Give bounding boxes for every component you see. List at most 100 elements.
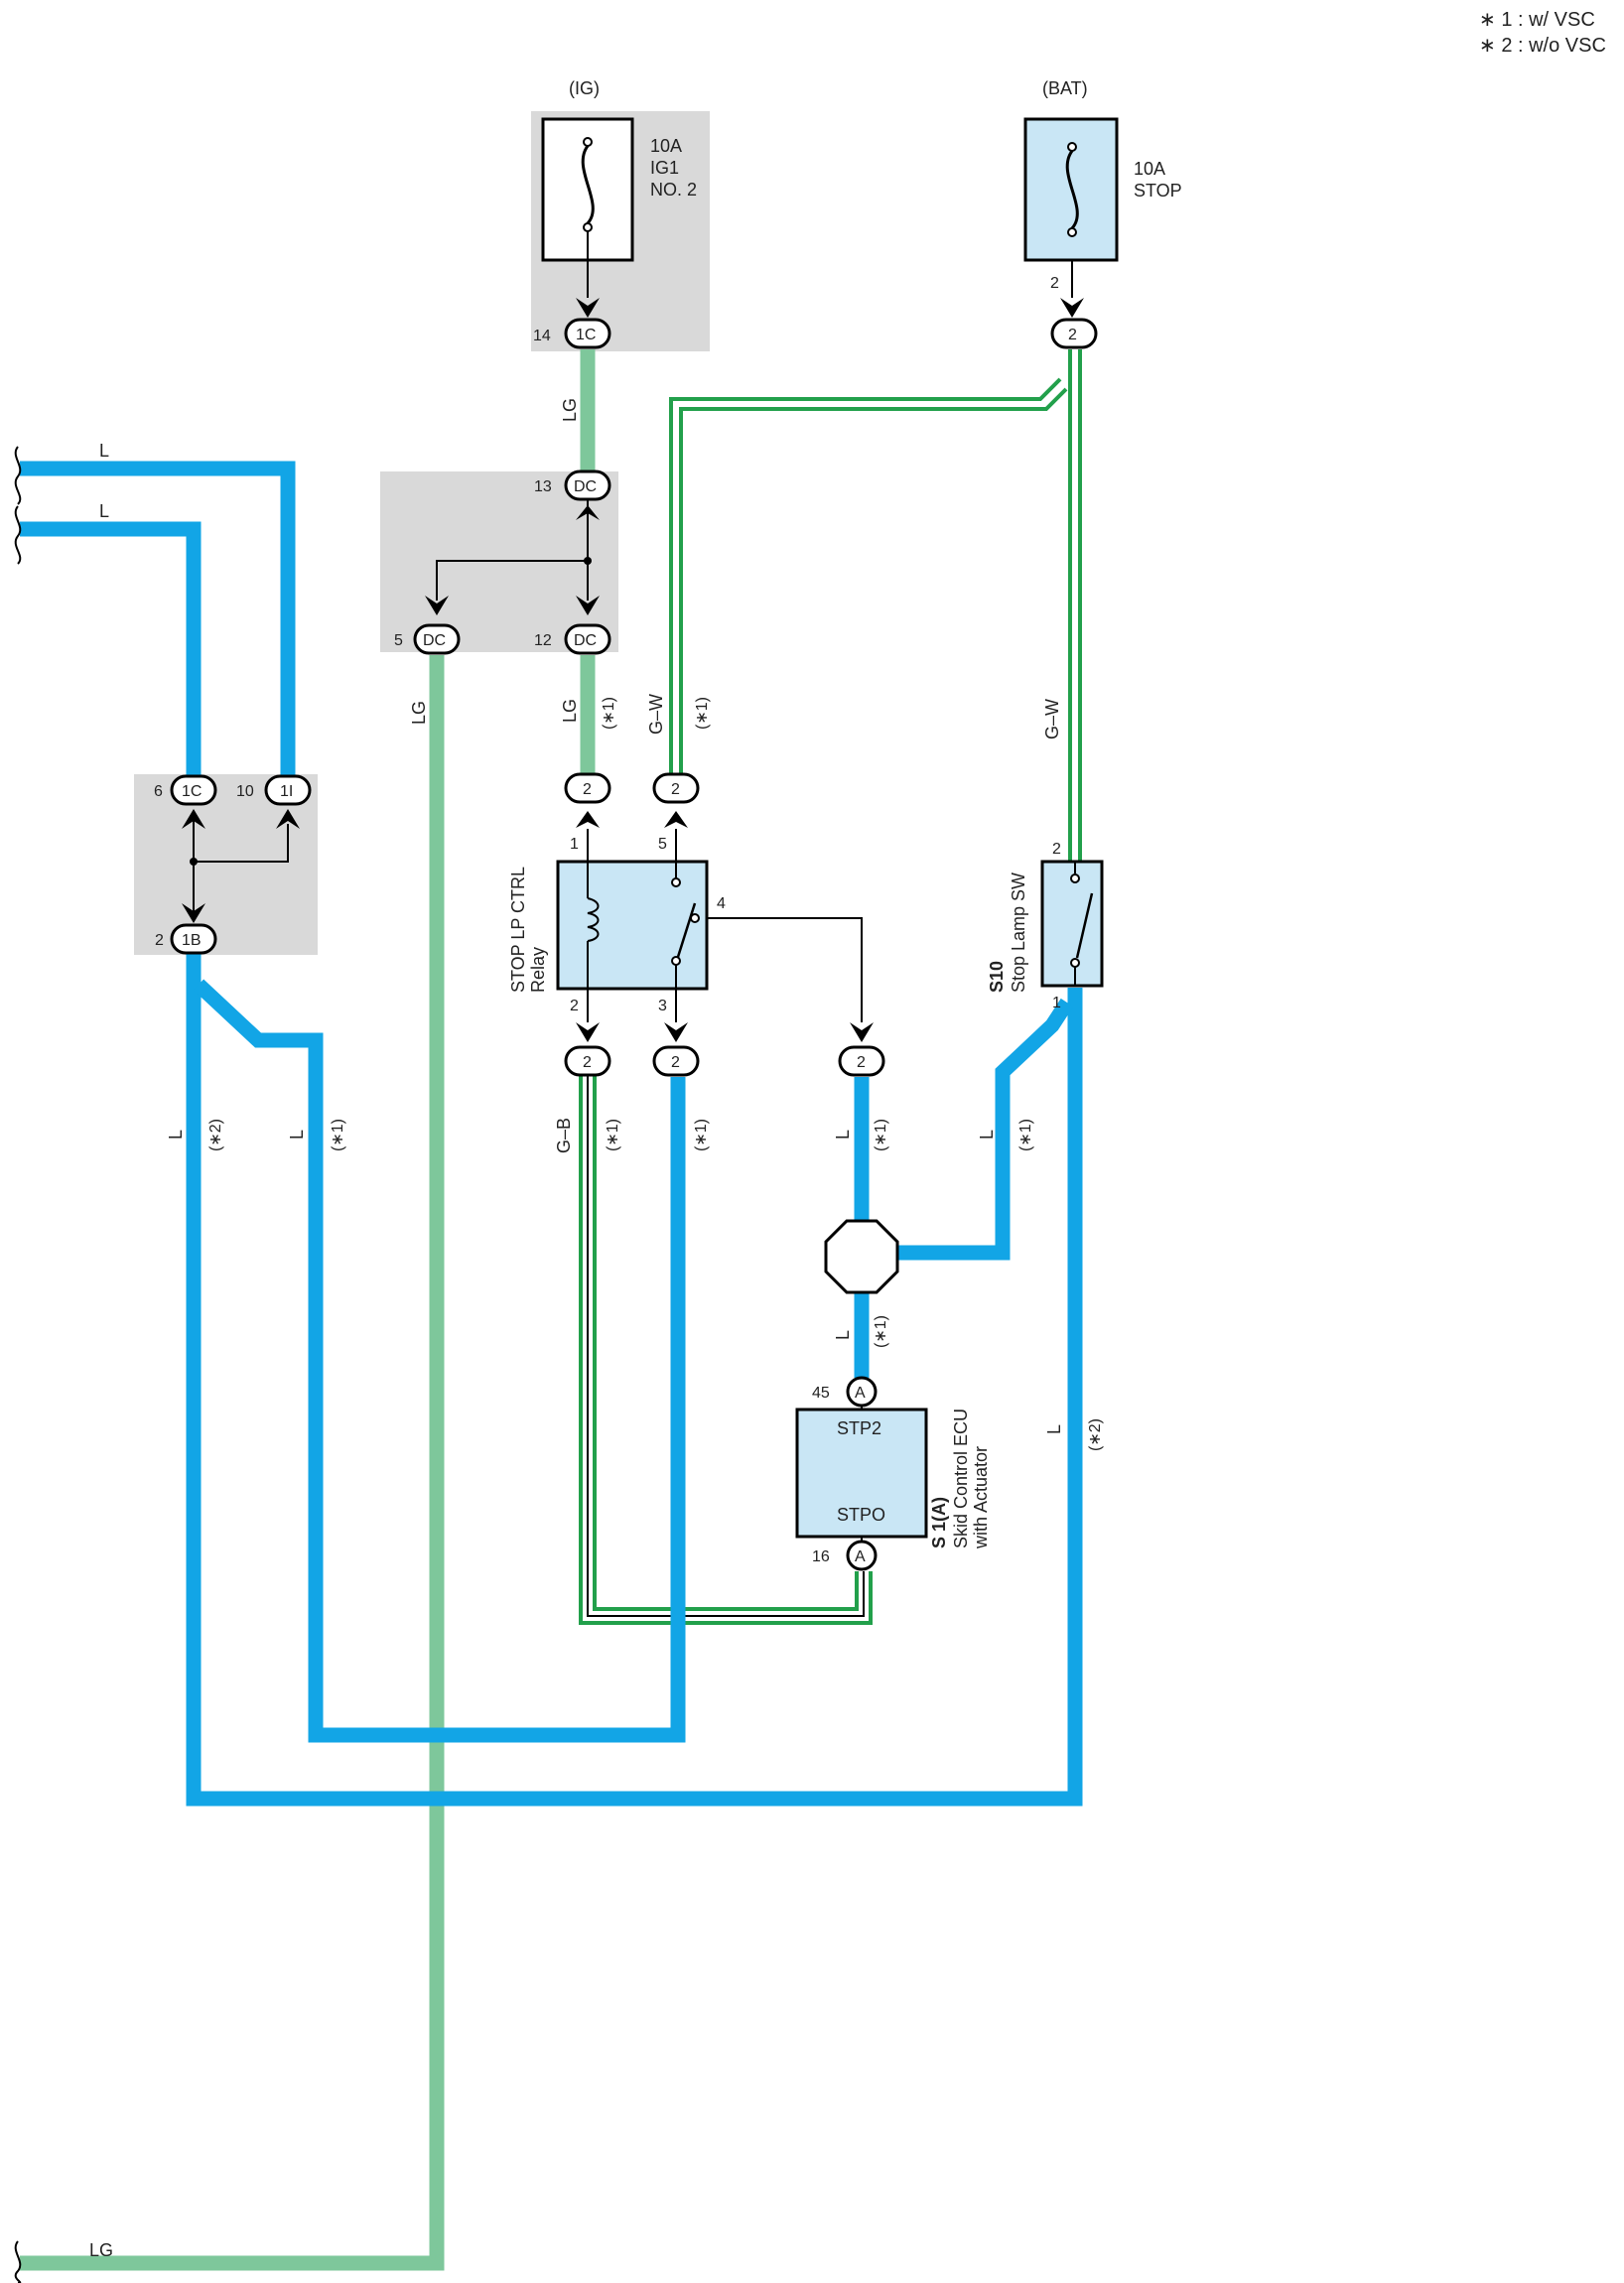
wire-g-w-switch xyxy=(1068,349,1082,862)
label-lg-dc5: LG xyxy=(409,701,429,725)
conn-dc-13: DC xyxy=(564,470,611,501)
conn-dc-13-pin: 13 xyxy=(534,478,552,495)
dc-junction-internals xyxy=(425,496,600,615)
wire-g-w-relay xyxy=(669,377,1068,774)
label-lg-bottom: LG xyxy=(89,2240,113,2260)
switch-code: S10 xyxy=(987,961,1007,993)
conn-1c-junction-pin: 6 xyxy=(154,783,163,800)
label-star1-g-b: (∗1) xyxy=(605,1119,621,1151)
wire-l-lower xyxy=(20,521,202,789)
wire-lg-long xyxy=(20,655,445,2271)
conn-dc-12: DC xyxy=(564,623,611,655)
conn-dc-5: DC xyxy=(413,623,461,655)
conn-1b-junction-pin: 2 xyxy=(155,932,164,949)
ecu-name-1: Skid Control ECU xyxy=(951,1409,971,1548)
wire-l-star1-relay xyxy=(193,979,686,1743)
label-star1-out: (∗1) xyxy=(873,1119,889,1151)
label-l-star2-right: L xyxy=(1044,1424,1064,1434)
legend-notes: ∗ 1 : w/ VSC ∗ 2 : w/o VSC xyxy=(1479,9,1606,57)
svg-text:DC: DC xyxy=(574,632,597,649)
stop-lamp-switch xyxy=(1040,860,1104,988)
conn-1i-junction: 1I xyxy=(264,774,312,806)
ecu-code: S 1(A) xyxy=(929,1497,949,1548)
label-g-b: G–B xyxy=(554,1118,574,1153)
svg-text:1C: 1C xyxy=(576,327,596,343)
svg-text:1I: 1I xyxy=(280,783,293,800)
fuse-ig1 xyxy=(541,117,634,318)
label-l-star2-left: L xyxy=(166,1130,186,1140)
label-star1-switch: (∗1) xyxy=(1017,1119,1034,1151)
svg-text:2: 2 xyxy=(1068,327,1077,343)
label-g-w-relay: G–W xyxy=(646,694,666,735)
source-ig: (IG) xyxy=(569,78,600,98)
svg-text:2: 2 xyxy=(583,781,592,798)
svg-text:2: 2 xyxy=(857,1054,866,1071)
fuse-stop xyxy=(1023,117,1119,318)
svg-text:2: 2 xyxy=(583,1054,592,1071)
wire-l-star2 xyxy=(186,953,1083,1807)
label-star1-ecu: (∗1) xyxy=(873,1315,889,1348)
label-l-lower: L xyxy=(99,501,109,521)
label-l-ecu: L xyxy=(833,1330,853,1340)
junction-1-internals xyxy=(182,809,300,923)
relay-name-1: STOP LP CTRL xyxy=(508,867,528,993)
relay-pin-1: 1 xyxy=(570,836,579,853)
switch-name: Stop Lamp SW xyxy=(1009,873,1028,993)
stop-lp-ctrl-relay xyxy=(556,860,709,991)
label-lg-dc12: LG xyxy=(560,699,580,723)
relay-pin-2: 2 xyxy=(570,998,579,1014)
wire-l-upper xyxy=(20,461,296,789)
relay-pin-4: 4 xyxy=(717,895,726,912)
ecu-pin-16: 16 xyxy=(812,1548,830,1565)
conn-1c-pin: 14 xyxy=(533,328,551,344)
skid-control-ecu: A STP2 STPO A xyxy=(795,1376,928,1571)
splice-point xyxy=(824,1219,899,1294)
fuse-ig1-name1: IG1 xyxy=(650,158,679,178)
relay-name-2: Relay xyxy=(528,947,548,993)
wire-l-switch xyxy=(893,998,1074,1261)
conn-dc-12-pin: 12 xyxy=(534,632,552,649)
relay-pin-5: 5 xyxy=(658,836,667,853)
label-l-out: L xyxy=(833,1130,853,1140)
fuse-stop-name: STOP xyxy=(1134,181,1182,201)
svg-text:2: 2 xyxy=(671,781,680,798)
label-star2-left: (∗2) xyxy=(207,1119,224,1151)
ecu-name-2: with Actuator xyxy=(971,1446,991,1549)
conn-2-stop: 2 xyxy=(1050,318,1098,349)
conn-1c-ig: 1C xyxy=(564,318,611,349)
fuse-stop-amp: 10A xyxy=(1134,159,1165,179)
svg-text:2: 2 xyxy=(671,1054,680,1071)
label-star1-left: (∗1) xyxy=(330,1119,346,1151)
fuse-ig1-amp: 10A xyxy=(650,136,682,156)
label-star2-right: (∗2) xyxy=(1087,1418,1104,1451)
fuse-ig1-name2: NO. 2 xyxy=(650,180,697,200)
label-star1-g-w: (∗1) xyxy=(694,697,711,730)
ecu-term-stpo: STPO xyxy=(837,1505,885,1525)
conn-1c-junction: 1C xyxy=(170,774,217,806)
relay-connectors-top: 2 2 xyxy=(564,772,700,862)
svg-text:DC: DC xyxy=(423,632,446,649)
relay-connectors-bottom: 2 2 2 xyxy=(564,989,885,1077)
source-bat: (BAT) xyxy=(1042,78,1088,98)
relay-pin-3: 3 xyxy=(658,998,667,1014)
label-l-switch: L xyxy=(977,1130,997,1140)
switch-pin-2: 2 xyxy=(1052,841,1061,858)
label-star1-dc12: (∗1) xyxy=(601,697,617,730)
svg-text:1C: 1C xyxy=(182,783,202,800)
svg-text:1B: 1B xyxy=(182,932,202,949)
svg-text:A: A xyxy=(855,1548,866,1565)
label-star1-relay3: (∗1) xyxy=(693,1119,710,1151)
note-2: ∗ 2 : w/o VSC xyxy=(1479,35,1606,57)
conn-1b-junction: 1B xyxy=(170,923,217,955)
label-lg-ig: LG xyxy=(560,398,580,422)
svg-text:A: A xyxy=(855,1385,866,1402)
label-l-upper: L xyxy=(99,441,109,461)
svg-text:DC: DC xyxy=(574,478,597,495)
note-1: ∗ 1 : w/ VSC xyxy=(1479,9,1595,31)
conn-1i-junction-pin: 10 xyxy=(236,783,254,800)
wire-g-b xyxy=(579,1072,873,1625)
fuse-stop-pin: 2 xyxy=(1050,275,1059,292)
label-l-star1-left: L xyxy=(287,1130,307,1140)
